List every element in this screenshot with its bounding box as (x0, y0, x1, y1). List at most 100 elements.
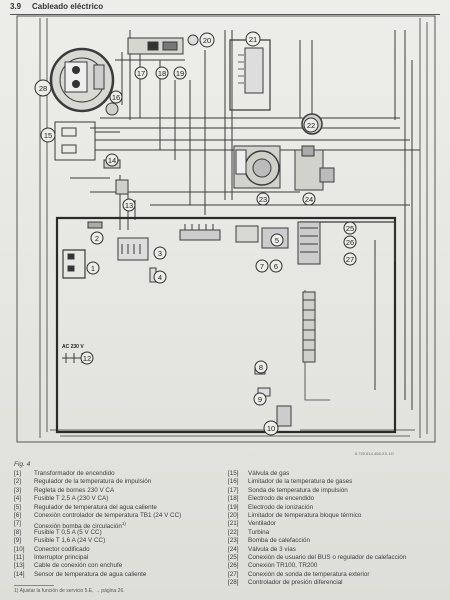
legend-left: [1]Transformador de encendido [2]Regulad… (14, 470, 219, 579)
callout-9: 9 (253, 392, 267, 406)
callout-8: 8 (254, 360, 268, 374)
svg-text:21: 21 (249, 35, 257, 44)
callout-6: 6 (269, 259, 283, 273)
callout-10: 10 (263, 420, 279, 436)
svg-text:13: 13 (125, 201, 133, 210)
svg-text:14: 14 (108, 156, 116, 165)
callout-17: 17 (134, 66, 148, 80)
svg-text:5: 5 (275, 236, 279, 245)
callout-24: 24 (302, 192, 316, 206)
section-title: Cableado eléctrico (32, 2, 104, 11)
legend-item: [8]Fusible T 0,5 A (5 V CC) (14, 528, 102, 536)
legend-item: [21]Ventilador (228, 520, 277, 528)
svg-text:3: 3 (158, 249, 162, 258)
legend-item: [13]Cable de conexión con enchufe (14, 562, 123, 570)
figure-code: 6 720 614 408-XX.1O (355, 451, 394, 456)
svg-text:1: 1 (91, 264, 95, 273)
outer-wiring-frame (16, 15, 436, 443)
svg-text:9: 9 (258, 395, 262, 404)
legend-item: [9]Fusible T 1,6 A (24 V CC) (14, 537, 106, 545)
legend-item: [4]Fusible T 2,5 A (230 V CA) (14, 495, 109, 503)
callout-15: 15 (40, 127, 56, 143)
section-number: 3.9 (10, 2, 22, 11)
legend-item: [18]Electrodo de encendido (228, 495, 315, 503)
callout-5: 5 (270, 233, 284, 247)
device-28-pressure-controller (49, 47, 115, 113)
callout-25: 25 (343, 221, 357, 235)
legend-item: [28]Controlador de presión diferencial (228, 579, 343, 587)
footnote: 1) Ajustar la función de servicio 5.E, →… (14, 588, 125, 594)
legend-item: [10]Conector codificado (14, 545, 90, 553)
callout-2: 2 (90, 231, 104, 245)
callout-28: 28 (34, 79, 52, 97)
footnote-marker: 1) (121, 521, 126, 527)
legend-item: [5]Regulador de temperatura del agua cal… (14, 503, 157, 511)
device-23-heating-pump (233, 145, 281, 189)
callout-4: 4 (153, 270, 167, 284)
svg-text:26: 26 (346, 238, 354, 247)
legend-item: [3]Regleta de bornes 230 V CA (14, 486, 115, 494)
svg-text:16: 16 (112, 93, 120, 102)
legend-item: [19]Electrodo de ionización (228, 503, 314, 511)
legend-item: [14]Sensor de temperatura de agua calien… (14, 570, 147, 578)
svg-text:8: 8 (259, 363, 263, 372)
svg-text:4: 4 (158, 273, 162, 282)
svg-text:20: 20 (203, 36, 211, 45)
device-24-three-way-valve (294, 145, 335, 191)
legend-item: [23]Bomba de calefacción (228, 537, 310, 545)
callouts: 1 2 3 4 5 6 7 8 9 10 12 13 14 15 16 17 1… (34, 31, 357, 436)
legend-item: [15]Válvula de gas (228, 470, 290, 477)
svg-text:15: 15 (44, 131, 52, 140)
legend-right: [15]Válvula de gas [16]Limitador de la t… (228, 470, 443, 587)
callout-18: 18 (155, 66, 169, 80)
legend-item: [26]Conexión TR100, TR200 (228, 562, 318, 570)
svg-text:6: 6 (274, 262, 278, 271)
callout-19: 19 (173, 66, 187, 80)
legend-item: [22]Turbina (228, 528, 270, 536)
callout-12: 12 (80, 351, 94, 365)
legend-item: [16]Limitador de la temperatura de gases (228, 478, 353, 486)
callout-22: 22 (303, 117, 319, 133)
legend-item: [27]Conexión de sonda de temperatura ext… (228, 570, 370, 578)
svg-text:7: 7 (260, 262, 264, 271)
svg-text:22: 22 (307, 121, 315, 130)
footnote-text: Ajustar la función de servicio 5.E, → pá… (19, 588, 125, 594)
svg-text:12: 12 (83, 354, 91, 363)
section-header: 3.9 Cableado eléctrico (10, 2, 440, 15)
legend-item: [11]Interruptor principal (14, 553, 89, 561)
legend-item: [2]Regulador de la temperatura de impuls… (14, 478, 152, 486)
footnote-marker: 1) (14, 588, 19, 594)
svg-text:19: 19 (176, 69, 184, 78)
svg-text:2: 2 (95, 234, 99, 243)
svg-text:17: 17 (137, 69, 145, 78)
legend-item: [24]Válvula de 3 vías (228, 545, 296, 553)
callout-23: 23 (256, 192, 270, 206)
device-21-fan (229, 39, 271, 111)
callout-13: 13 (122, 198, 136, 212)
callout-27: 27 (343, 252, 357, 266)
callout-3: 3 (153, 246, 167, 260)
footnote-divider (14, 585, 54, 586)
callout-1: 1 (86, 261, 100, 275)
svg-text:23: 23 (259, 195, 267, 204)
callout-14: 14 (105, 153, 119, 167)
callout-16: 16 (109, 90, 123, 104)
figure-caption: Fig. 4 (14, 461, 31, 468)
svg-text:24: 24 (305, 195, 313, 204)
legend-item: [1]Transformador de encendido (14, 470, 115, 477)
legend-item: [17]Sonda de temperatura de impulsión (228, 486, 348, 494)
legend-item: [6]Conexión controlador de temperatura T… (14, 511, 182, 519)
callout-26: 26 (343, 235, 357, 249)
svg-text:28: 28 (39, 84, 47, 93)
device-1-ignition-transformer (62, 249, 86, 279)
legend-item: [20]Limitador de temperatura bloque térm… (228, 511, 362, 519)
svg-text:27: 27 (346, 255, 354, 264)
legend-item: [7]Conexión bomba de circulación1) (14, 520, 126, 531)
svg-text:10: 10 (267, 424, 275, 433)
board-voltage-label: AC 230 V (62, 344, 84, 350)
callout-7: 7 (255, 259, 269, 273)
wiring-diagram: AC 230 V 1 2 3 4 5 6 7 8 9 10 12 13 14 1… (16, 15, 436, 443)
svg-text:18: 18 (158, 69, 166, 78)
callout-20: 20 (199, 32, 215, 48)
